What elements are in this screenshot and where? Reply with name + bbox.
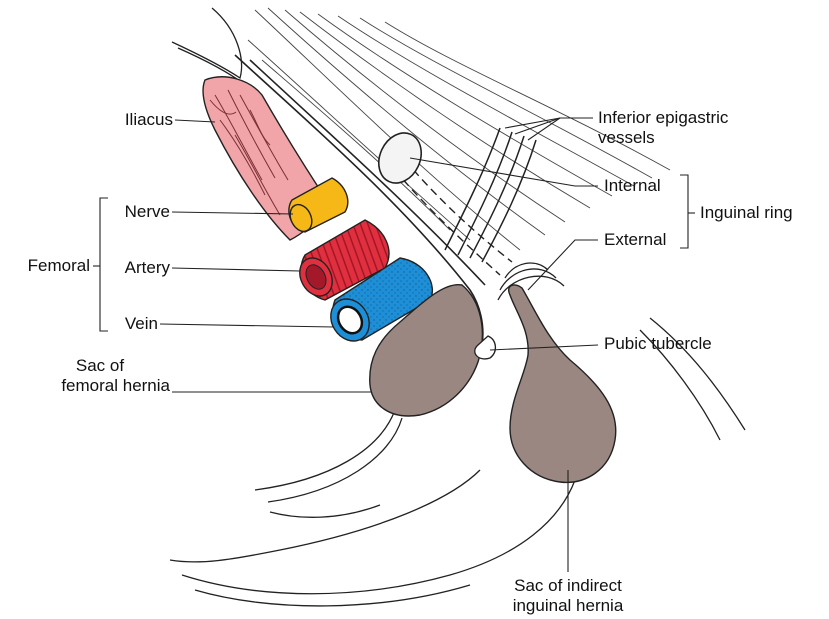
label-vein: Vein (95, 314, 158, 334)
external-ring (498, 263, 564, 300)
label-sac-femoral-line1: Sac of (30, 356, 170, 376)
label-external: External (604, 230, 666, 250)
label-sac-indirect-line2: inguinal hernia (480, 596, 656, 616)
label-artery: Artery (105, 258, 170, 278)
indirect-hernia-sac (509, 285, 616, 482)
label-nerve: Nerve (105, 202, 170, 222)
label-internal: Internal (604, 176, 661, 196)
label-inferior-epigastric-line1: Inferior epigastric (598, 108, 728, 128)
label-inferior-epigastric-line2: vessels (598, 128, 655, 148)
label-femoral: Femoral (0, 256, 90, 276)
label-pubic-tubercle: Pubic tubercle (604, 334, 712, 354)
label-sac-femoral-line2: femoral hernia (20, 376, 170, 396)
label-iliacus: Iliacus (95, 110, 173, 130)
label-sac-indirect-line1: Sac of indirect (480, 576, 656, 596)
label-inguinal-ring: Inguinal ring (700, 203, 793, 223)
